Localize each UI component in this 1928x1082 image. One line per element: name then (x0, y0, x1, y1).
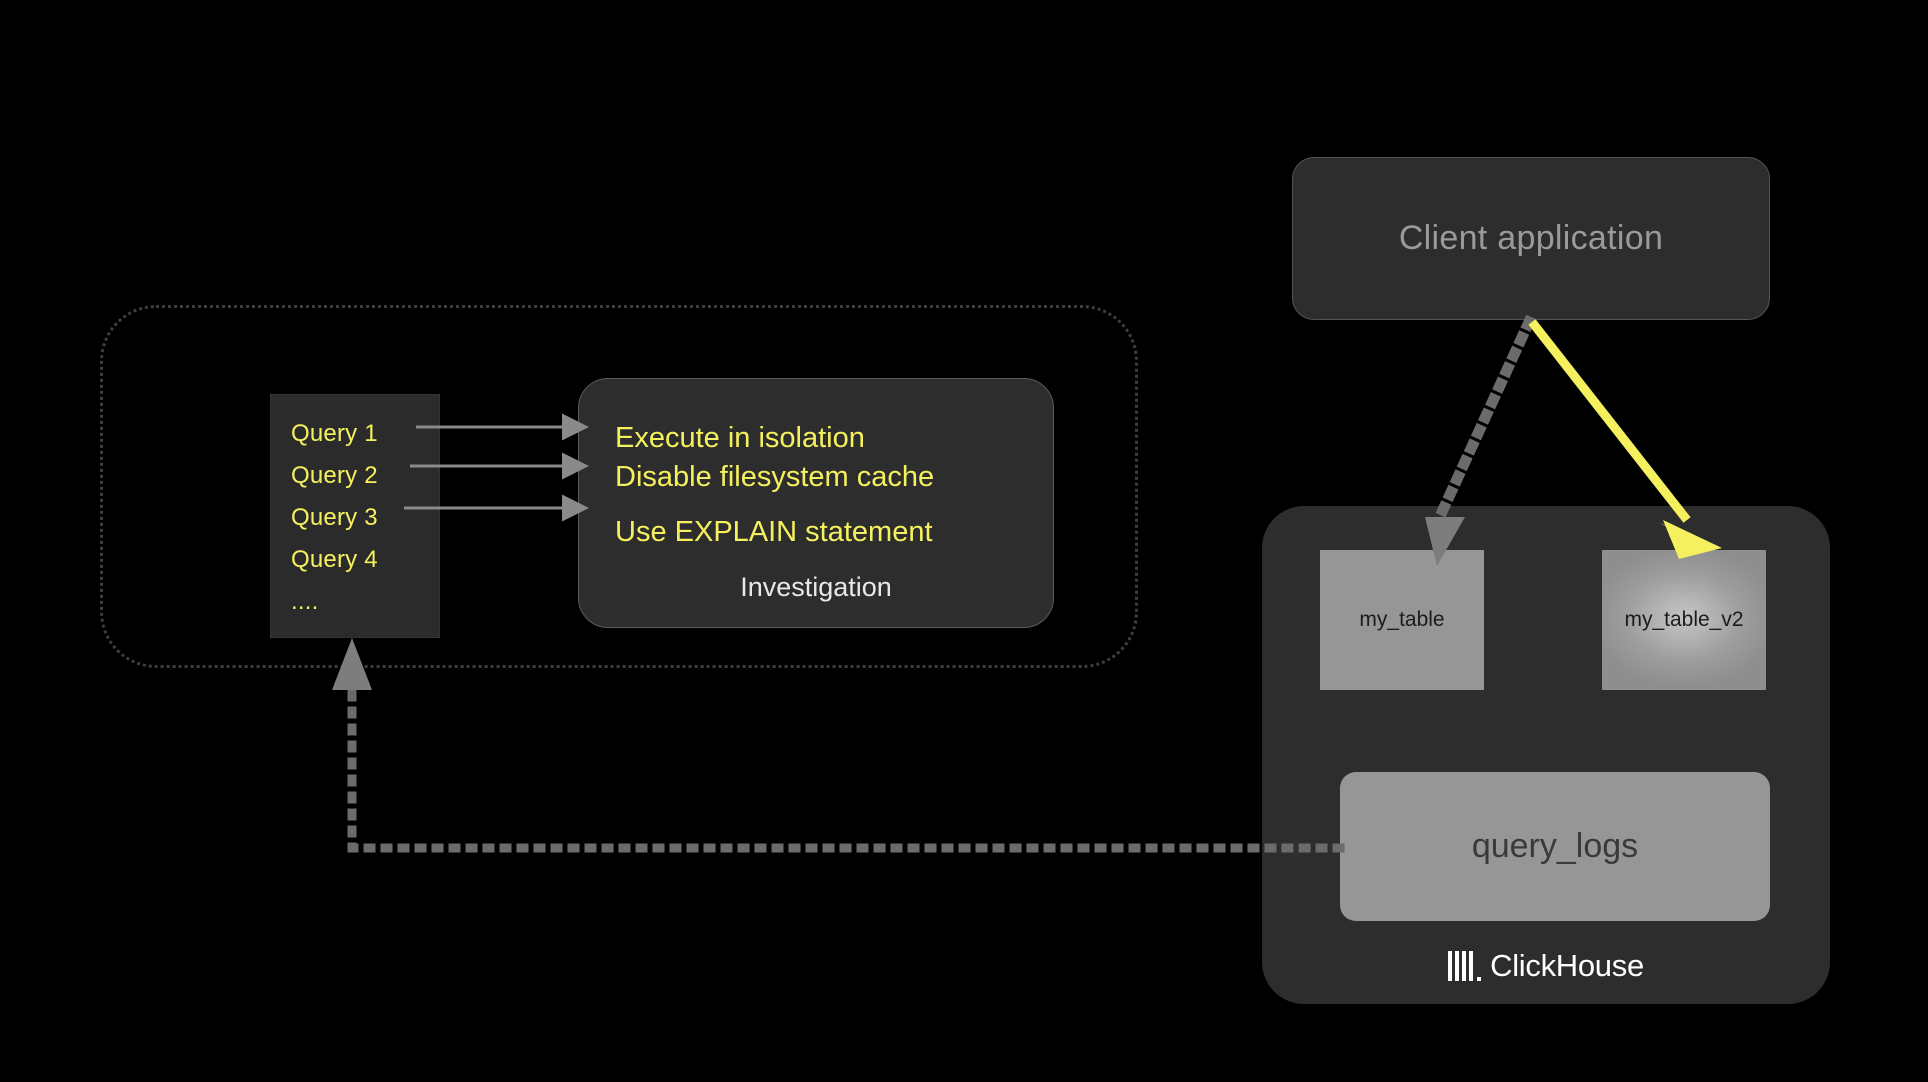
table-tile-label: my_table (1359, 608, 1445, 631)
query-logs-tile: query_logs (1340, 772, 1770, 921)
client-application-label: Client application (1398, 219, 1664, 257)
clickhouse-logo: ClickHouse (1262, 948, 1830, 984)
investigation-step-1: Execute in isolation (615, 422, 865, 454)
investigation-panel: Execute in isolation Disable filesystem … (578, 378, 1054, 628)
list-item: .... (291, 588, 319, 615)
clickhouse-bars-icon (1448, 951, 1482, 981)
list-item: Query 2 (291, 462, 378, 489)
arrow-query-logs-to-query-list-line (347, 667, 1345, 853)
investigation-caption: Investigation (740, 572, 892, 602)
query-list-box: Query 1 Query 2 Query 3 Query 4 .... (270, 394, 440, 638)
clickhouse-container: my_table my_table_v2 ClickHouse (1262, 506, 1830, 1004)
client-application-box: Client application (1292, 157, 1770, 320)
arrow-client-to-my-table-line (1434, 314, 1537, 520)
investigation-group-container (100, 305, 1138, 668)
investigation-step-3: Use EXPLAIN statement (615, 516, 933, 548)
clickhouse-wordmark: ClickHouse (1490, 948, 1644, 983)
investigation-step-2: Disable filesystem cache (615, 461, 935, 493)
table-tile-my-table-v2: my_table_v2 (1602, 550, 1766, 690)
list-item: Query 3 (291, 504, 378, 531)
list-item: Query 1 (291, 420, 378, 447)
list-item: Query 4 (291, 546, 378, 573)
table-tile-my-table: my_table (1320, 550, 1484, 690)
arrow-client-to-my-table-v2-line (1528, 319, 1691, 523)
table-tile-label: my_table_v2 (1624, 608, 1744, 631)
query-logs-label: query_logs (1471, 827, 1639, 865)
investigation-steps: Execute in isolation Disable filesystem … (615, 419, 934, 552)
